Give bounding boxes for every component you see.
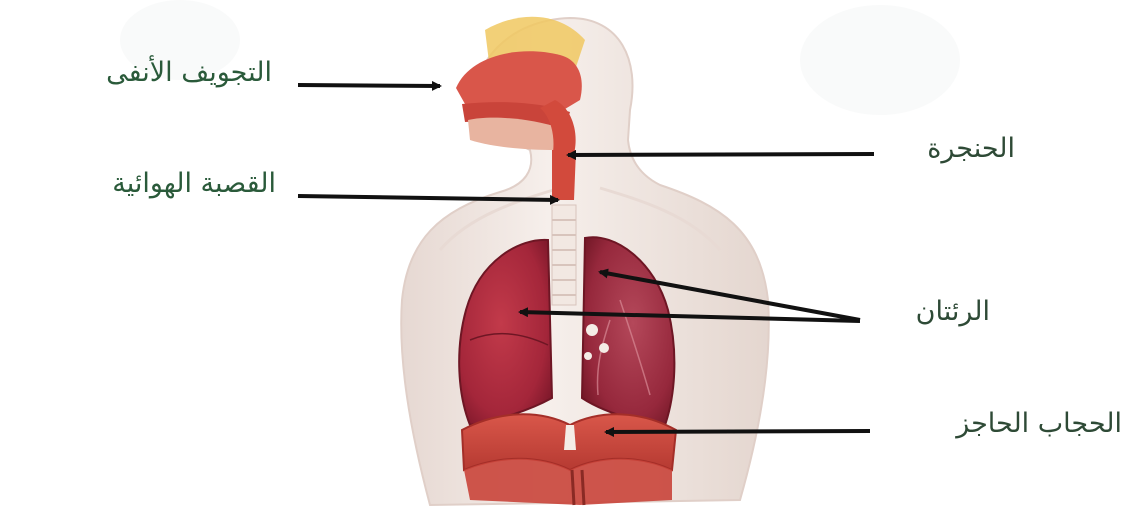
arrow-nasal-cavity <box>298 85 440 86</box>
label-lungs: الرئتان <box>878 295 990 329</box>
label-larynx: الحنجرة <box>885 132 1015 166</box>
label-nasal-cavity: التجويف الأنفى <box>14 56 272 90</box>
label-diaphragm: الحجاب الحاجز <box>882 407 1122 441</box>
diaphragm <box>462 414 676 505</box>
label-trachea: القصبة الهوائية <box>38 167 276 201</box>
arrow-diaphragm <box>606 431 870 432</box>
nasal-cavity <box>456 17 585 160</box>
arrow-larynx <box>568 154 874 155</box>
trachea <box>552 150 576 305</box>
